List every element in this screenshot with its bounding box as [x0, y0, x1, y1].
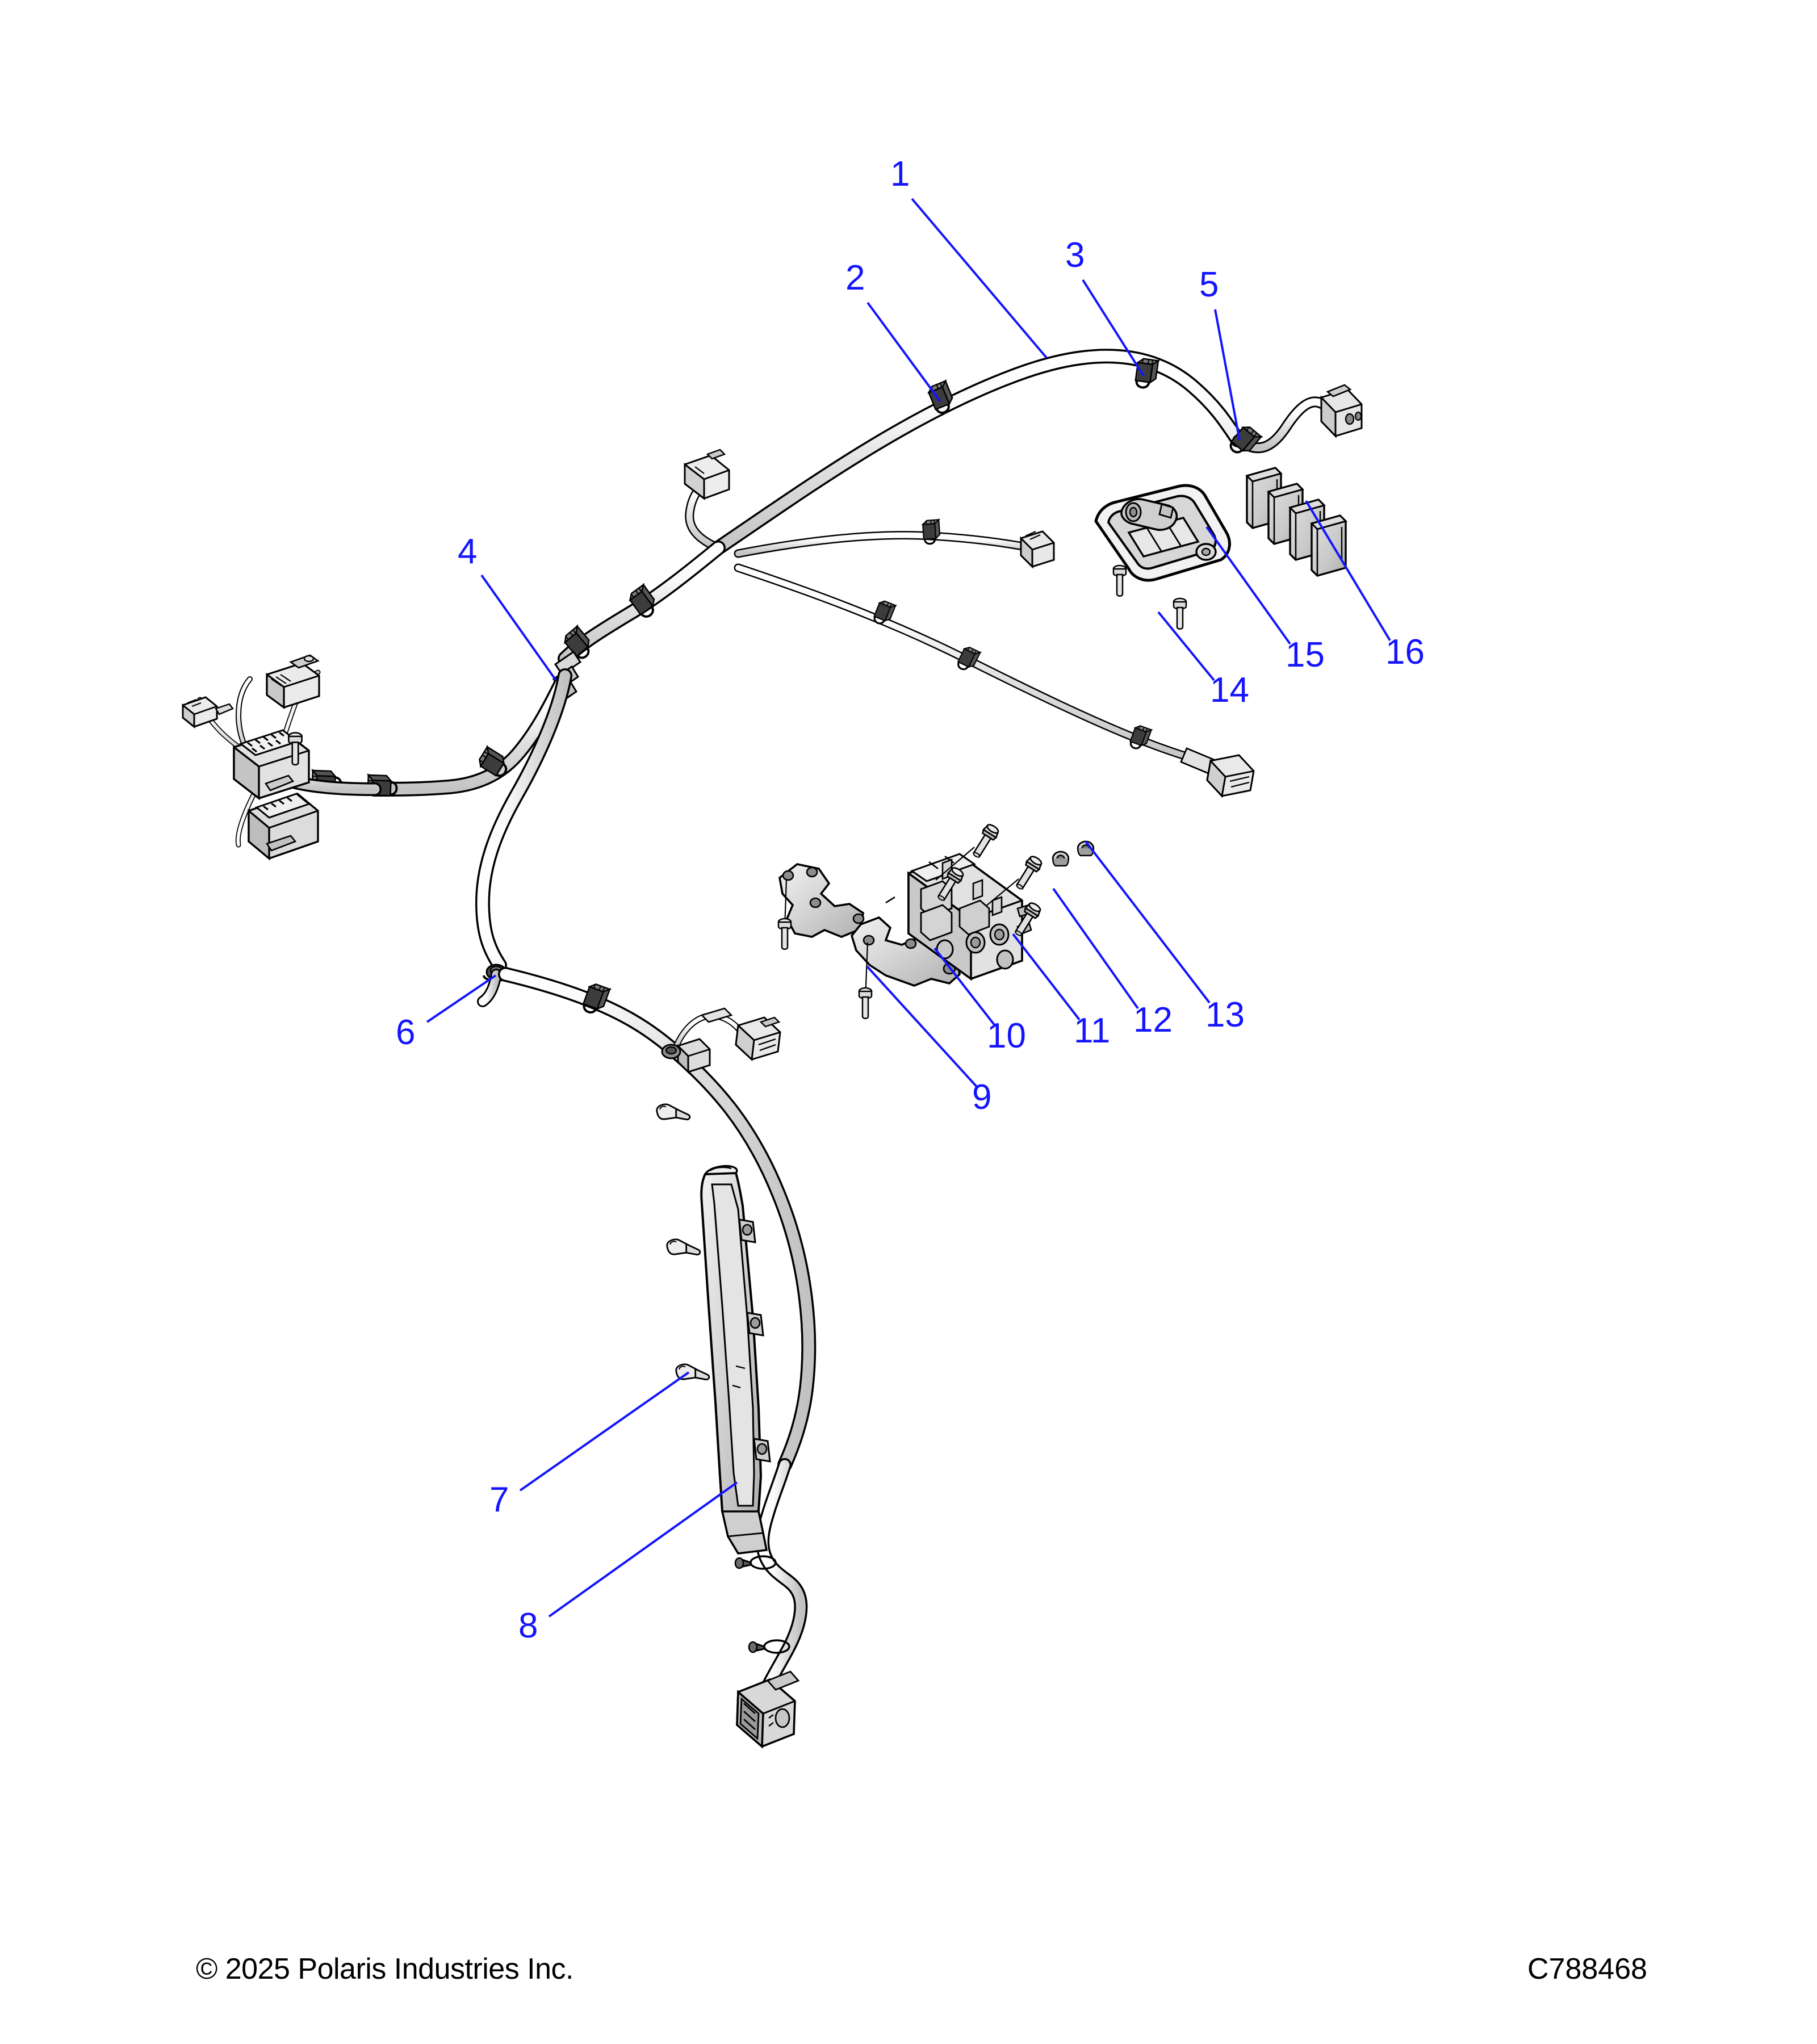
leader-12 [1052, 887, 1139, 1010]
callout-8[interactable]: 8 [518, 1606, 538, 1645]
leader-13 [1085, 840, 1211, 1004]
main-harness-assembly [182, 349, 1363, 1749]
harness-branch-right [1232, 384, 1363, 454]
callout-14[interactable]: 14 [1210, 671, 1249, 710]
pillar-p-clamp-upper [734, 1555, 777, 1570]
relay-block-4 [1310, 514, 1347, 577]
callout-2[interactable]: 2 [845, 258, 865, 298]
harness-pillar-lower [734, 1458, 808, 1749]
leader-5 [1214, 309, 1241, 441]
bracket-screw-1 [777, 918, 792, 950]
leader-16 [1305, 500, 1391, 642]
connector-left-blade [182, 696, 234, 729]
callout-13[interactable]: 13 [1205, 995, 1245, 1034]
leader-15 [1205, 526, 1291, 645]
harness-lower-fork [477, 964, 817, 1472]
harness-clip-crest [1133, 357, 1159, 391]
callout-16[interactable]: 16 [1385, 633, 1425, 672]
leader-1 [911, 198, 1048, 359]
fork-sleeve [700, 1007, 733, 1023]
left-connector-cluster [182, 654, 321, 861]
push-rivet-group [655, 1100, 710, 1385]
dome-light-screw-2 [1173, 597, 1187, 630]
connector-right-end [1320, 384, 1363, 438]
connector-lower-right [1206, 754, 1255, 798]
dome-light-screw-1 [1112, 564, 1127, 597]
harness-branch-upper-left [684, 449, 730, 552]
harness-trunk-upper [711, 349, 1245, 555]
connector-fork-small [677, 1038, 711, 1074]
callout-5[interactable]: 5 [1199, 265, 1219, 304]
callout-7[interactable]: 7 [489, 1480, 509, 1519]
pillar-bracket [700, 1165, 771, 1555]
flange-bolt-1 [968, 822, 1002, 861]
leader-9 [866, 965, 979, 1089]
connector-mid-branch [1020, 530, 1055, 569]
relay-block-set [1245, 467, 1347, 577]
leader-2 [866, 301, 941, 403]
push-rivet-1 [655, 1100, 691, 1125]
callout-leaders [426, 198, 1391, 1618]
push-rivet-3 [675, 1360, 710, 1385]
leader-11 [1012, 933, 1081, 1021]
flange-bolt-3 [1011, 853, 1045, 893]
pillar-p-clamp-lower [748, 1639, 790, 1654]
harness-trunk-descending [475, 668, 572, 973]
dome-light [1094, 484, 1231, 582]
leader-14 [1157, 611, 1215, 681]
callout-11[interactable]: 11 [1074, 1011, 1111, 1050]
callout-10[interactable]: 10 [987, 1016, 1026, 1055]
harness-branch-diagonal [734, 563, 1255, 798]
callout-4[interactable]: 4 [458, 532, 478, 571]
connector-fork-branch [735, 1016, 781, 1062]
leader-7 [519, 1371, 690, 1492]
copyright-notice: © 2025 Polaris Industries Inc. [196, 1953, 574, 1986]
fork-ring [661, 1044, 681, 1059]
harness-branch-mid [734, 518, 1055, 569]
callout-3[interactable]: 3 [1065, 236, 1085, 275]
connector-upper-left [684, 449, 730, 501]
connector-harness-terminus [736, 1670, 800, 1749]
push-rivet-2 [665, 1235, 701, 1260]
callout-1[interactable]: 1 [890, 154, 910, 194]
leader-10 [933, 947, 996, 1027]
connector-left-lower [248, 793, 319, 861]
bracket-screw-2 [858, 987, 873, 1019]
leader-3 [1082, 279, 1145, 377]
connector-left-wide [233, 729, 310, 801]
callout-15[interactable]: 15 [1286, 635, 1325, 675]
callout-12[interactable]: 12 [1133, 1000, 1173, 1040]
leader-4 [480, 574, 557, 681]
callout-9[interactable]: 9 [972, 1078, 992, 1117]
mount-bracket [778, 863, 961, 1000]
flange-bolt-group [933, 822, 1045, 940]
drawing-number: C788468 [1527, 1953, 1648, 1986]
callout-6[interactable]: 6 [396, 1013, 416, 1052]
leader-8 [548, 1481, 738, 1618]
leader-6 [426, 974, 497, 1023]
flange-nut-1 [1052, 851, 1070, 867]
fuse-block [907, 853, 1036, 981]
connector-left-latched [266, 654, 320, 710]
